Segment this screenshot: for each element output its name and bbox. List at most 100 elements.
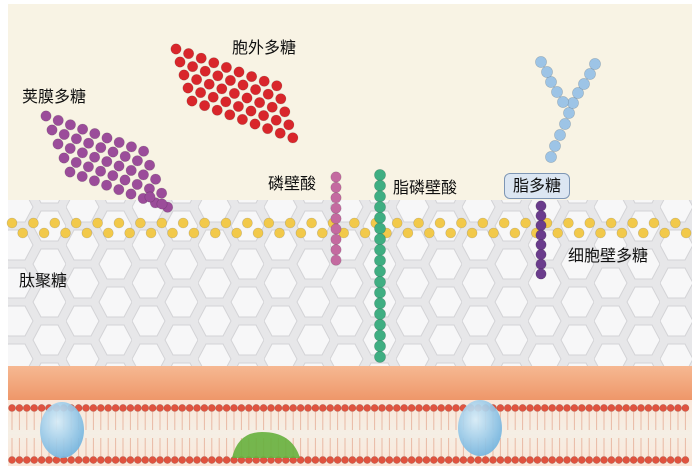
- lta-bead: [374, 211, 386, 224]
- capsule-bead: [125, 141, 137, 153]
- lps-branch-bead: [584, 68, 596, 80]
- teichoic-bead: [330, 223, 342, 235]
- membrane-head: [415, 456, 423, 464]
- membrane-head: [104, 456, 113, 464]
- capsule-bead: [131, 155, 143, 167]
- membrane-head: [89, 404, 98, 412]
- membrane-head: [629, 456, 638, 464]
- lps-bead: [535, 219, 547, 231]
- lps-branch-bead: [572, 87, 584, 99]
- capsular-polysaccharide-label: 荚膜多糖: [22, 87, 87, 106]
- membrane-head: [119, 404, 127, 412]
- sugar-bead: [70, 217, 82, 229]
- membrane-head: [74, 456, 83, 464]
- membrane-head: [437, 456, 446, 464]
- sugar-bead: [220, 217, 232, 229]
- membrane-head: [518, 456, 527, 464]
- membrane-protein-left: [40, 402, 84, 458]
- membrane-head: [215, 456, 224, 464]
- exo-bead: [224, 74, 236, 86]
- membrane-head: [629, 404, 638, 412]
- lps-branch-bead: [545, 151, 557, 163]
- teichoic-bead: [330, 181, 342, 193]
- membrane-head: [444, 456, 453, 464]
- membrane-head: [244, 404, 253, 412]
- sugar-bead: [113, 217, 125, 229]
- teichoic-bead: [330, 213, 342, 225]
- sugar-bead: [391, 217, 403, 229]
- membrane-head: [577, 456, 586, 464]
- exo-bead: [270, 114, 282, 126]
- sugar-bead: [680, 227, 692, 239]
- membrane-head: [215, 404, 224, 412]
- exo-bead: [208, 57, 220, 69]
- membrane-head: [577, 404, 586, 412]
- exo-bead: [237, 79, 249, 91]
- capsule-bead: [95, 165, 107, 177]
- capsule-bead: [125, 164, 137, 176]
- membrane-head: [466, 456, 475, 464]
- capsule-bead: [70, 156, 82, 168]
- membrane-head: [363, 404, 372, 412]
- capsule-bead: [119, 150, 131, 162]
- membrane-head: [96, 456, 105, 464]
- membrane-head: [141, 404, 150, 412]
- membrane-head: [503, 404, 512, 412]
- sugar-bead: [92, 217, 103, 229]
- membrane-head: [274, 404, 283, 412]
- capsule-bead: [113, 160, 125, 172]
- membrane-head: [526, 404, 534, 412]
- sugar-bead: [49, 217, 61, 229]
- lta-bead: [374, 286, 386, 299]
- sugar-bead: [520, 217, 531, 229]
- membrane-head: [163, 456, 172, 464]
- exo-bead: [212, 70, 224, 82]
- membrane-head: [570, 456, 579, 464]
- membrane-head: [37, 456, 46, 464]
- lps-branch-bead: [589, 58, 601, 70]
- membrane-head: [526, 456, 534, 464]
- capsule-bead: [113, 136, 125, 148]
- membrane-head: [8, 404, 16, 412]
- membrane-head: [533, 404, 542, 412]
- sugar-bead: [349, 217, 360, 229]
- sugar-bead: [477, 217, 489, 229]
- membrane-head: [15, 456, 24, 464]
- teichoic-bead: [330, 244, 342, 256]
- sugar-bead: [509, 227, 521, 239]
- exo-bead: [203, 78, 215, 90]
- capsule-bead: [70, 133, 82, 145]
- membrane-head: [341, 404, 349, 412]
- sugar-bead: [295, 227, 307, 239]
- membrane-head: [681, 404, 690, 412]
- membrane-head: [429, 404, 438, 412]
- membrane-head: [67, 456, 76, 464]
- membrane-head: [318, 456, 327, 464]
- membrane-head: [311, 456, 320, 464]
- lta-bead: [374, 308, 386, 320]
- exo-bead: [220, 61, 232, 73]
- sugar-bead: [81, 227, 93, 239]
- membrane-head: [614, 456, 623, 464]
- membrane-head: [644, 456, 653, 464]
- membrane-head: [592, 404, 601, 412]
- exopolysaccharide-label: 胞外多糖: [232, 38, 297, 57]
- membrane-head: [141, 456, 150, 464]
- membrane-head: [148, 404, 157, 412]
- sugar-bead: [60, 227, 71, 239]
- sugar-bead: [306, 217, 317, 229]
- capsule-bead: [101, 132, 113, 144]
- capsule-bead: [113, 184, 125, 196]
- exo-bead: [246, 71, 258, 83]
- membrane-head: [348, 404, 357, 412]
- membrane-head: [518, 404, 527, 412]
- lta-bead: [374, 222, 386, 235]
- lps-branch-bead: [549, 140, 561, 152]
- sugar-bead: [498, 217, 510, 229]
- exo-bead: [232, 100, 244, 112]
- capsule-bead: [52, 138, 64, 150]
- capsule-bead: [64, 142, 76, 154]
- membrane-head: [333, 456, 342, 464]
- membrane-head: [281, 404, 290, 412]
- membrane-head: [437, 404, 446, 412]
